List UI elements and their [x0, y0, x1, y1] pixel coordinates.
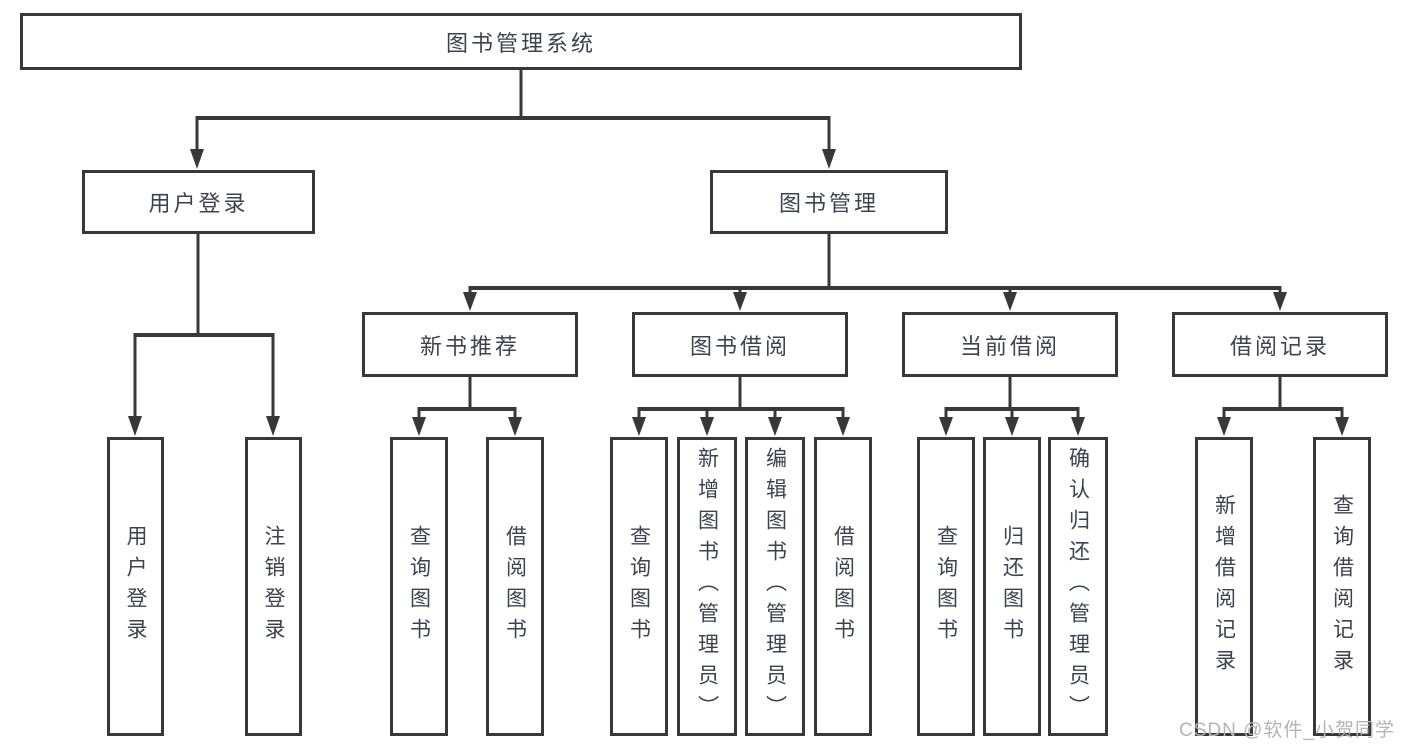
leaf-current-return-book-label: 归还图书	[1000, 524, 1024, 649]
leaf-record-query-label: 查询借阅记录	[1330, 493, 1354, 680]
leaf-current-query-book: 查询图书	[917, 437, 975, 736]
leaf-recommend-query-book-label: 查询图书	[407, 524, 431, 649]
leaf-borrow-add-book-admin: 新增图书（管理员）	[677, 437, 737, 736]
leaf-borrow-query-book: 查询图书	[610, 437, 668, 736]
leaf-record-add: 新增借阅记录	[1195, 437, 1253, 736]
node-user-login-label: 用户登录	[148, 191, 249, 216]
leaf-logout: 注销登录	[245, 437, 302, 736]
node-borrow-record: 借阅记录	[1172, 312, 1388, 377]
leaf-user-login: 用户登录	[107, 437, 164, 736]
leaf-current-confirm-return-admin-label: 确认归还（管理员）	[1066, 447, 1090, 726]
leaf-current-return-book: 归还图书	[983, 437, 1041, 736]
leaf-recommend-query-book: 查询图书	[390, 437, 448, 736]
node-root-label: 图书管理系统	[445, 30, 596, 56]
leaf-borrow-edit-book-admin-label: 编辑图书（管理员）	[763, 447, 787, 726]
node-current-borrow: 当前借阅	[902, 312, 1118, 377]
node-current-borrow-label: 当前借阅	[959, 333, 1060, 359]
leaf-recommend-borrow-book-label: 借阅图书	[503, 524, 527, 649]
node-new-book-recommend: 新书推荐	[362, 312, 578, 377]
node-user-login: 用户登录	[82, 170, 315, 234]
node-borrow-record-label: 借阅记录	[1229, 333, 1330, 359]
leaf-record-query: 查询借阅记录	[1313, 437, 1371, 736]
leaf-recommend-borrow-book: 借阅图书	[486, 437, 544, 736]
leaf-borrow-edit-book-admin: 编辑图书（管理员）	[745, 437, 805, 736]
leaf-borrow-borrow-book: 借阅图书	[814, 437, 872, 736]
node-book-borrow: 图书借阅	[632, 312, 848, 377]
leaf-borrow-add-book-admin-label: 新增图书（管理员）	[695, 447, 719, 726]
leaf-user-login-label: 用户登录	[124, 524, 147, 649]
node-new-book-recommend-label: 新书推荐	[419, 333, 520, 359]
node-book-management-label: 图书管理	[778, 191, 879, 216]
node-book-management: 图书管理	[710, 170, 948, 234]
node-root: 图书管理系统	[20, 13, 1022, 70]
leaf-record-add-label: 新增借阅记录	[1212, 493, 1236, 680]
csdn-watermark: CSDN @软件_小贺同学	[1179, 720, 1395, 741]
leaf-borrow-borrow-book-label: 借阅图书	[831, 524, 855, 649]
leaf-logout-label: 注销登录	[262, 524, 285, 649]
leaf-current-query-book-label: 查询图书	[934, 524, 958, 649]
leaf-borrow-query-book-label: 查询图书	[627, 524, 651, 649]
node-book-borrow-label: 图书借阅	[689, 333, 790, 359]
leaf-current-confirm-return-admin: 确认归还（管理员）	[1048, 437, 1108, 736]
